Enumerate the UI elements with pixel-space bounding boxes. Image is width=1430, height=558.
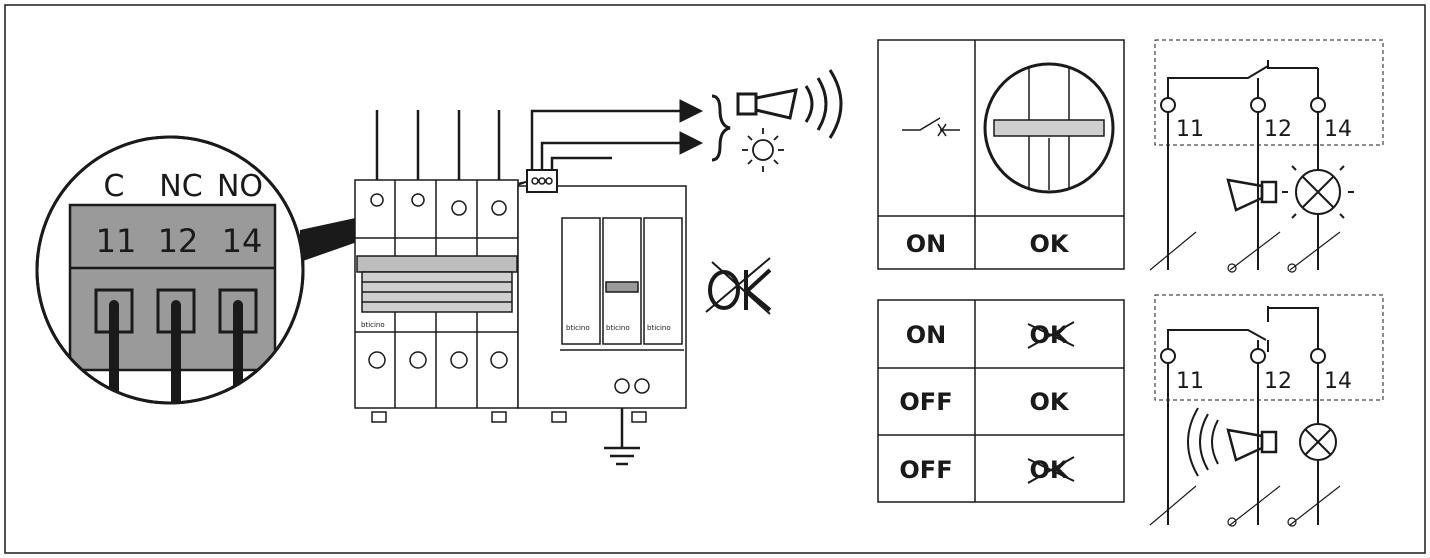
- status-row3-switch: OFF: [899, 456, 952, 484]
- status-top-switch: ON: [906, 230, 947, 258]
- signal-wires: [530, 94, 731, 170]
- terminal-number-11: 11: [96, 222, 137, 260]
- status-row1-switch: ON: [906, 321, 947, 349]
- crossed-ok-icon: [705, 257, 772, 315]
- siren-icon: [1260, 430, 1278, 454]
- status-row2-status: OK: [1030, 388, 1070, 416]
- contact-top-11: 11: [1176, 117, 1204, 142]
- surge-protector-unit: [354, 110, 687, 466]
- siren-icon: [1260, 180, 1278, 204]
- terminal-header-c: C: [104, 169, 125, 204]
- terminal-number-14: 14: [222, 222, 263, 260]
- contact-diagram-bottom: [1149, 294, 1384, 527]
- contact-top-14: 14: [1324, 117, 1352, 142]
- contact-bottom-12: 12: [1264, 369, 1292, 394]
- status-table-top: [877, 39, 1125, 270]
- breaker-handle-bar: [356, 255, 518, 273]
- brand-label: bticino: [566, 324, 590, 332]
- terminal-number-12: 12: [158, 222, 199, 260]
- contact-diagram-top: [1149, 39, 1384, 273]
- contact-top-12: 12: [1264, 117, 1292, 142]
- status-table-bottom: [877, 299, 1125, 503]
- brand-label: bticino: [647, 324, 671, 332]
- siren-icon: [736, 69, 843, 139]
- status-row2-switch: OFF: [899, 388, 952, 416]
- terminal-header-nc: NC: [159, 169, 202, 204]
- status-top-status: OK: [1030, 230, 1070, 258]
- terminal-header-no: NO: [217, 169, 263, 204]
- contact-bottom-14: 14: [1324, 369, 1352, 394]
- brand-label: bticino: [361, 321, 385, 329]
- outer-frame: [4, 4, 1426, 554]
- contact-bottom-11: 11: [1176, 369, 1204, 394]
- brand-label: bticino: [606, 324, 630, 332]
- lamp-icon: [742, 128, 784, 172]
